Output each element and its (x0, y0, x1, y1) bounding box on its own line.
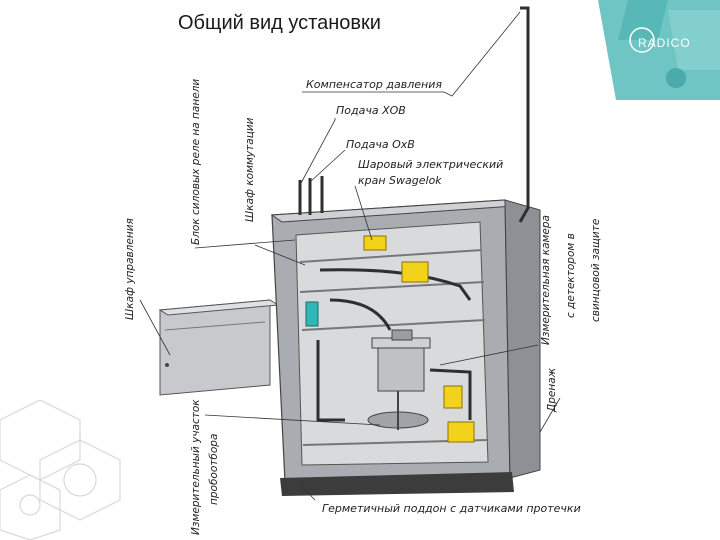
logo-text: RADICO (638, 36, 691, 50)
radico-logo (598, 0, 720, 100)
valve-bottom (447, 421, 475, 443)
label-rack: Шкаф коммутации (244, 117, 256, 223)
piping (298, 6, 530, 422)
label-feed-hov: Подача ХОВ (336, 104, 406, 117)
valve-right (443, 385, 463, 409)
label-sampling-unit-line2: пробоотбора (208, 433, 220, 505)
control-cabinet-box (158, 299, 280, 396)
label-measuring-chamber-line3: свинцовой защите (590, 218, 602, 322)
valve-mid (401, 261, 429, 283)
label-tray: Герметичный поддон с датчиками протечки (322, 502, 581, 515)
label-measuring-chamber-line2: с детектором в (565, 233, 577, 318)
label-measuring-chamber-line1: Измерительная камера (540, 215, 552, 345)
label-power-block: Блок силовых реле на панели (190, 78, 202, 245)
control-module (305, 301, 319, 327)
leader-lines (139, 11, 561, 501)
label-ball-valve-line1: Шаровый электрический (358, 158, 504, 171)
label-feed-ov: Подача ОхВ (346, 138, 415, 151)
label-pressure-compensator: Компенсатор давления (306, 78, 442, 91)
label-control-cabinet: Шкаф управления (124, 218, 136, 320)
corner-decoration (0, 400, 121, 540)
page-title: Общий вид установки (178, 12, 381, 34)
label-sampling-unit-line1: Измерительный участок (190, 399, 202, 535)
valve-top (363, 235, 387, 251)
label-drain: Дренаж (546, 367, 558, 412)
measuring-chamber (367, 329, 431, 430)
label-ball-valve-line2: кран Swagelok (358, 174, 442, 187)
